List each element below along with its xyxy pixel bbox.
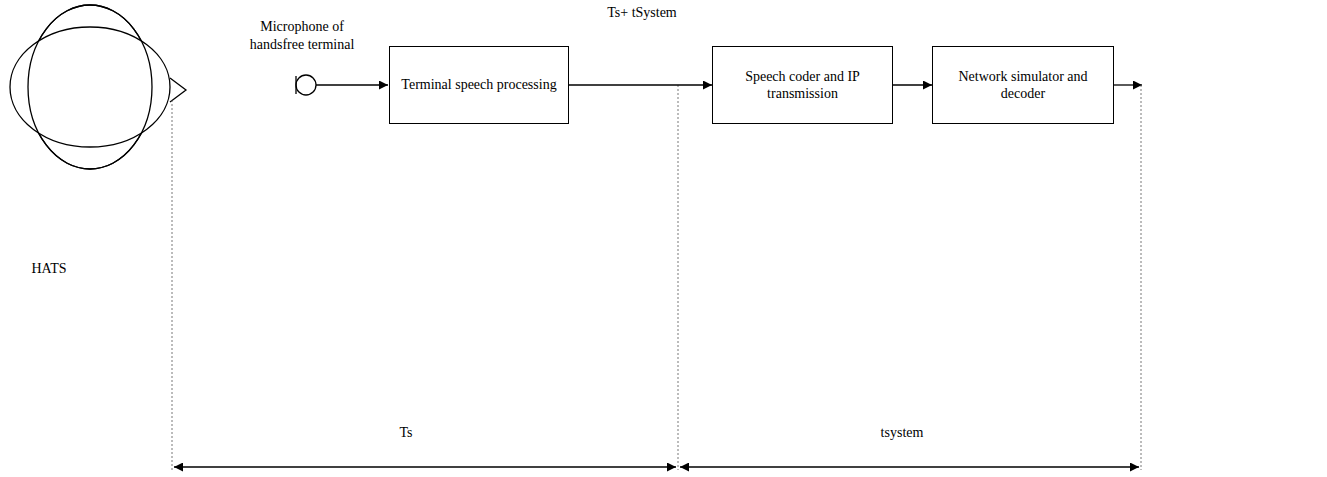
connector-arrow (569, 84, 712, 85)
dashed-guide (172, 85, 1141, 470)
process-box: Speech coder and IP transmission (712, 46, 893, 124)
dimension-arrow (174, 466, 1139, 468)
hats-head (10, 5, 186, 169)
text-label: Microphone of handsfree terminal (240, 18, 364, 53)
text-label: Ts (374, 424, 438, 442)
output-arrow (1114, 84, 1142, 85)
process-box: Network simulator and decoder (932, 46, 1114, 124)
box-text: Terminal speech processing (401, 76, 556, 94)
box-text: Speech coder and IP transmission (723, 68, 882, 103)
box-text: Network simulator and decoder (943, 68, 1103, 103)
text-label: HATS (7, 260, 91, 278)
connector-arrow (893, 84, 932, 85)
text-label: tsystem (860, 424, 944, 442)
text-label: Ts+ tSystem (540, 4, 744, 22)
microphone-symbol (296, 75, 388, 95)
process-box: Terminal speech processing (389, 46, 569, 124)
